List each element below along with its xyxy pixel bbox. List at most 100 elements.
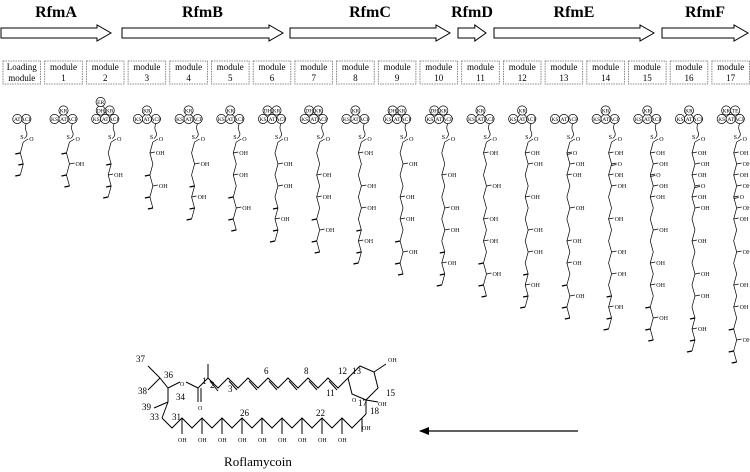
module-line1: module — [509, 62, 536, 72]
bond-c15-oh — [373, 363, 387, 373]
hydroxyl: OH — [615, 217, 624, 223]
svg-text:ACP: ACP — [359, 117, 370, 123]
carbonyl-o: O — [367, 137, 372, 143]
domain-acp-m12: ACP — [526, 114, 537, 124]
carbonyl-o: O — [326, 137, 331, 143]
hydroxyl: OH — [698, 327, 707, 333]
thioester-s: S — [317, 135, 320, 141]
carbonyl-o: O — [492, 137, 497, 143]
svg-text:ACP: ACP — [276, 117, 287, 123]
c15-oh: OH — [388, 358, 397, 364]
hydroxyl: OH — [239, 151, 248, 157]
hydroxyl: OH — [701, 162, 710, 168]
atom-number-15: 15 — [386, 388, 396, 398]
backbone-oh: OH — [178, 438, 187, 444]
hydroxyl: OH — [573, 173, 582, 179]
backbone-oh: OH — [258, 438, 267, 444]
hydroxyl: OH — [698, 195, 707, 201]
svg-text:KR: KR — [60, 109, 68, 115]
module-line1: module — [50, 62, 77, 72]
thioester-s: S — [567, 135, 570, 141]
domain-ks-m3: KS — [132, 114, 143, 124]
svg-text:KS: KS — [677, 117, 684, 123]
backbone-oh: OH — [298, 438, 307, 444]
thioester-s: S — [442, 135, 445, 141]
domain-kr-m14: KR — [600, 105, 611, 116]
svg-text:KR: KR — [273, 109, 281, 115]
gene-arrow-rfmF — [661, 24, 750, 42]
hydroxyl: OH — [448, 261, 457, 267]
domain-acp-m3: ACP — [151, 114, 161, 124]
thioester-s: S — [66, 135, 69, 141]
svg-text:KS: KS — [718, 117, 725, 123]
ketone-o: O — [573, 151, 578, 157]
module-line1: module — [634, 62, 661, 72]
hydroxyl: OH — [367, 184, 376, 190]
svg-text:KS: KS — [635, 117, 642, 123]
svg-text:ACP: ACP — [21, 117, 32, 123]
domain-te-m17: TE — [730, 105, 741, 116]
domain-er-m2: ER — [95, 97, 106, 107]
svg-text:KS: KS — [551, 117, 558, 123]
hydroxyl: OH — [284, 162, 293, 168]
carbonyl-o: O — [743, 137, 748, 143]
ketone-o: O — [656, 173, 661, 179]
svg-text:ACP: ACP — [67, 117, 78, 123]
carbonyl-o: O — [201, 137, 206, 143]
oh-stubs — [181, 418, 363, 434]
svg-text:AT: AT — [561, 117, 568, 123]
product-name: Roflamycoin — [224, 454, 292, 469]
domain-acp-m15: ACP — [651, 114, 662, 124]
domain-ks-m12: KS — [508, 114, 519, 124]
thioester-s: S — [20, 135, 23, 141]
module-line1: module — [592, 62, 619, 72]
gene-arrow-rfmE — [493, 24, 656, 42]
module-line2: 9 — [395, 73, 400, 83]
svg-text:AT: AT — [60, 117, 67, 123]
thioester-s: S — [108, 135, 111, 141]
svg-text:KS: KS — [468, 117, 475, 123]
hydroxyl: OH — [326, 228, 335, 234]
domain-acp-m8: ACP — [359, 114, 370, 124]
svg-text:ACP: ACP — [317, 117, 328, 123]
domain-kr-m9: KR — [396, 105, 407, 116]
svg-text:KS: KS — [260, 117, 267, 123]
svg-text:KR: KR — [185, 109, 193, 115]
hydroxyl: OH — [489, 239, 498, 245]
bond-c34-c33 — [161, 401, 169, 419]
atom-number-11: 11 — [326, 388, 335, 398]
hydroxyl: OH — [406, 217, 415, 223]
hydroxyl: OH — [618, 184, 627, 190]
hydroxyl: OH — [75, 162, 84, 168]
svg-text:KR: KR — [314, 109, 322, 115]
atom-number-37: 37 — [136, 354, 146, 364]
carbonyl-o: O — [534, 137, 539, 143]
hydroxyl: OH — [364, 239, 373, 245]
module-line2: 2 — [103, 73, 108, 83]
module-line2: 7 — [311, 73, 316, 83]
domain-kr-m8: KR — [350, 105, 361, 116]
hydroxyl: OH — [615, 173, 624, 179]
thioester-s: S — [650, 135, 653, 141]
svg-text:AT: AT — [394, 117, 401, 123]
thioester-s: S — [609, 135, 612, 141]
domain-kr-m16: KR — [684, 105, 694, 116]
hydroxyl: OH — [198, 195, 207, 201]
carbonyl-o: O — [198, 406, 203, 412]
c19-oh: OH — [362, 426, 371, 432]
svg-text:KR: KR — [398, 109, 406, 115]
hydroxyl: OH — [740, 151, 749, 157]
svg-text:ACP: ACP — [109, 117, 120, 123]
carbonyl-o: O — [29, 137, 34, 143]
